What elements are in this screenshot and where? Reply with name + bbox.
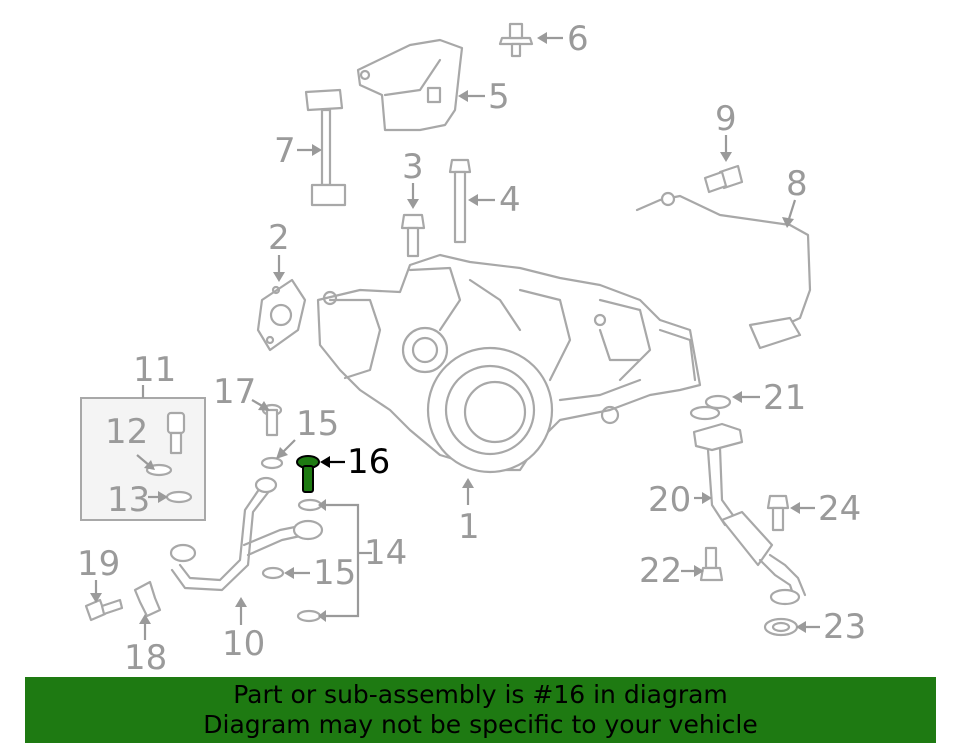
callout-7: 7 bbox=[274, 131, 296, 171]
gasket-part-2 bbox=[256, 278, 307, 352]
bolt-part-3 bbox=[400, 213, 426, 258]
rod-part-7 bbox=[304, 88, 347, 207]
callout-19: 19 bbox=[77, 544, 120, 584]
callout-1: 1 bbox=[458, 507, 480, 547]
callout-15-upper: 15 bbox=[296, 404, 339, 444]
banner-line-1: Part or sub-assembly is #16 in diagram bbox=[233, 680, 728, 709]
gasket-part-23 bbox=[763, 617, 799, 637]
callout-22: 22 bbox=[639, 551, 682, 591]
callout-9: 9 bbox=[715, 99, 737, 139]
return-pipe-part-20 bbox=[692, 422, 807, 606]
callout-5: 5 bbox=[488, 77, 510, 117]
callout-6: 6 bbox=[567, 19, 589, 59]
leader-lines bbox=[90, 32, 820, 640]
callout-17: 17 bbox=[213, 372, 256, 412]
stud-part-4 bbox=[448, 158, 472, 244]
callout-3: 3 bbox=[402, 147, 424, 187]
callout-16: 16 bbox=[347, 442, 390, 482]
turbocharger-assembly bbox=[316, 253, 702, 474]
callout-20: 20 bbox=[648, 480, 691, 520]
callout-8: 8 bbox=[786, 164, 808, 204]
callout-23: 23 bbox=[823, 607, 866, 647]
callout-10: 10 bbox=[222, 624, 265, 664]
info-banner: Part or sub-assembly is #16 in diagram D… bbox=[25, 677, 936, 743]
oil-line-part-10 bbox=[169, 476, 324, 592]
callout-labels: 1 2 3 4 5 6 7 8 9 10 11 12 13 14 15 15 1… bbox=[77, 19, 866, 678]
callout-18: 18 bbox=[124, 638, 167, 678]
sensor-part-8 bbox=[635, 191, 812, 350]
callout-13: 13 bbox=[107, 480, 150, 520]
banjo-bolt-part-16 bbox=[296, 455, 320, 493]
callout-4: 4 bbox=[499, 180, 521, 220]
callout-11: 11 bbox=[133, 350, 176, 390]
bracket-part-5 bbox=[356, 38, 464, 132]
callout-14: 14 bbox=[364, 533, 407, 573]
bolt-part-9 bbox=[703, 164, 744, 194]
bolt-part-22 bbox=[699, 546, 724, 582]
callout-21: 21 bbox=[763, 378, 806, 418]
callout-12: 12 bbox=[105, 412, 148, 452]
bolt-part-19 bbox=[84, 598, 124, 622]
bracket-part-18 bbox=[133, 580, 162, 618]
bolt-part-24 bbox=[766, 494, 790, 532]
gaskets-part-21 bbox=[689, 394, 732, 421]
bolt-part-6 bbox=[498, 22, 534, 58]
banner-line-2: Diagram may not be specific to your vehi… bbox=[203, 710, 758, 739]
kit-box-part-11 bbox=[80, 385, 206, 521]
callout-15-lower: 15 bbox=[313, 553, 356, 593]
callout-2: 2 bbox=[268, 218, 290, 258]
callout-24: 24 bbox=[818, 489, 861, 529]
